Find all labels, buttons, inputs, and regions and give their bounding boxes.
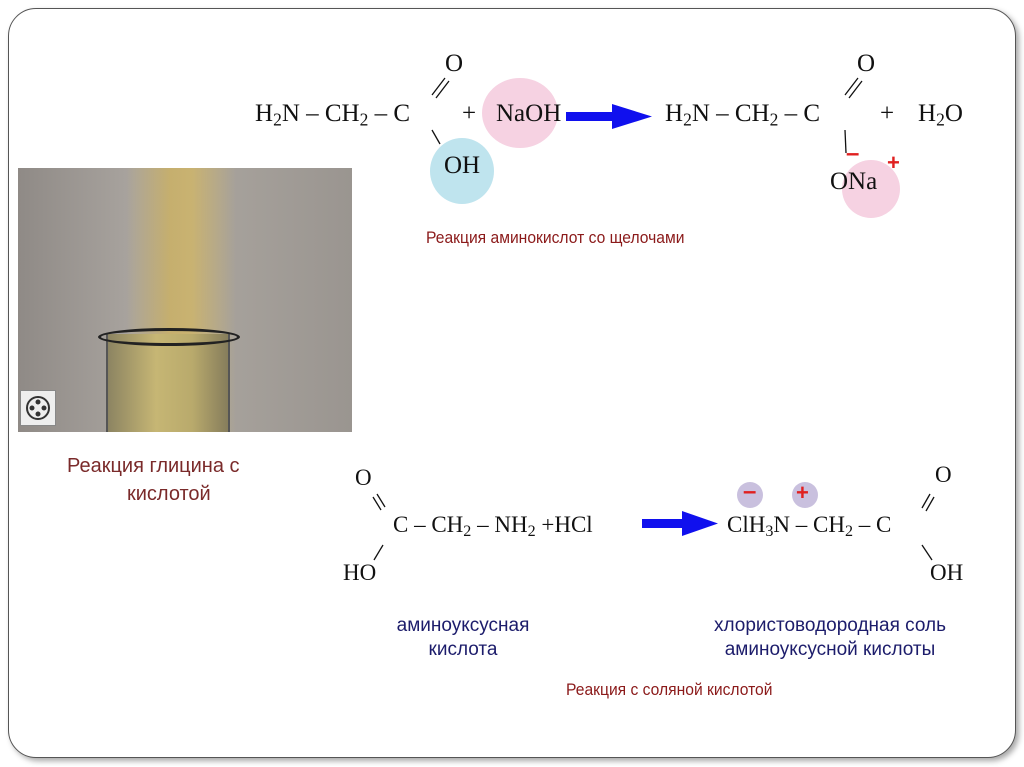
reaction-arrow-2 [642, 511, 718, 536]
reagent-naoh: NaOH [496, 100, 562, 127]
naoh-highlight [482, 78, 558, 148]
film-reel-icon[interactable] [20, 390, 56, 426]
plus-sign: + [462, 100, 477, 127]
product-oxygen-2: O [935, 462, 952, 487]
acid-hydroxyl: HO [343, 560, 377, 585]
positive-charge: + [796, 480, 809, 505]
test-tube [106, 334, 230, 432]
glycine-chain: C – CH2 – NH2 +HCl [393, 512, 593, 541]
hydroxyl-group: OH [444, 152, 481, 179]
negative-charge-bubble [737, 482, 763, 508]
caption-hcl-reaction: Реакция с соляной кислотой [566, 680, 773, 699]
sodium-salt: ONa [830, 168, 878, 195]
photo-caption-line1: Реакция глицина с [67, 455, 240, 477]
positive-charge: + [887, 150, 900, 175]
label-hydrochloride-salt: хлористоводородная соль аминоуксусной ки… [660, 614, 1000, 662]
reaction-arrow-1 [566, 104, 652, 129]
ona-highlight [842, 160, 900, 218]
plus-sign-2: + [880, 100, 895, 127]
photo-caption-line2: кислотой [127, 483, 211, 505]
test-tube-video[interactable] [18, 168, 352, 432]
water: H2O [918, 100, 963, 130]
carbonyl-oxygen: O [445, 50, 464, 77]
label-right-line1: хлористоводородная соль [713, 615, 947, 636]
product-hydroxyl: OH [930, 560, 964, 585]
reactant-glycine: H2N – CH2 – C [255, 100, 411, 130]
hydrochloride-product: ClH3N – CH2 – C [727, 512, 892, 541]
acid-oxygen: O [355, 465, 372, 490]
negative-charge: – [743, 478, 757, 505]
negative-charge: – [846, 140, 860, 167]
label-left-line2: кислота [428, 639, 498, 660]
label-left-line1: аминоуксусная [396, 615, 530, 636]
label-right-line2: аминоуксусной кислоты [724, 639, 936, 660]
product-oxygen: O [857, 50, 876, 77]
product-glycinate: H2N – CH2 – C [665, 100, 821, 130]
positive-charge-bubble [792, 482, 818, 508]
oh-highlight [430, 138, 494, 204]
caption-alkali-reaction: Реакция аминокислот со щелочами [426, 228, 685, 247]
photo-caption: Реакция глицина с кислотой [67, 452, 240, 508]
label-aminoacetic-acid: аминоуксусная кислота [363, 614, 563, 662]
